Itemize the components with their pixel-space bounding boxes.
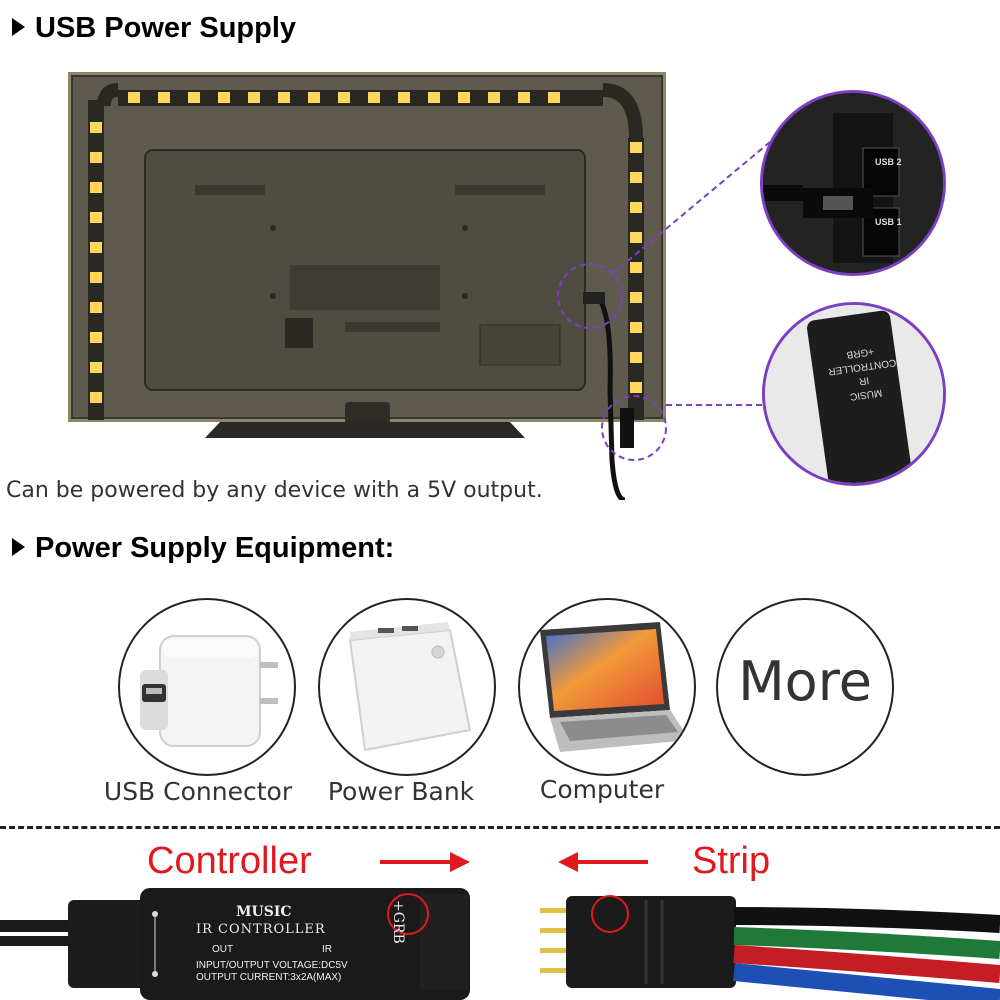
power-bank-icon [348,622,472,752]
zoom-line-top [611,141,771,275]
connector-housing [566,896,736,988]
controller-title-text: IR CONTROLLER [196,922,326,937]
vent-right [455,185,545,195]
zoom-usb-ports: USB 2 USB 1 [760,90,946,276]
controller-voltage-text: INPUT/OUTPUT VOLTAGE:DC5V [196,960,348,971]
controller-pin-labels: +GRB [390,900,406,944]
section-title-usb-power-supply: USB Power Supply [12,12,296,45]
arrow-right-icon [380,852,470,872]
vent-left [195,185,265,195]
device-computer [518,598,696,776]
strip-connector [540,895,1000,1000]
wire-blue [733,963,1000,1000]
controller-ir-text: IR [322,944,332,955]
vent-center [290,265,440,310]
arrow-left-icon [558,852,648,872]
device-label-usb-connector: USB Connector [103,777,293,806]
section-divider [0,826,1000,829]
usb-cable [597,298,626,500]
tv-illustration [68,72,771,500]
usb-ports-icon [763,93,943,273]
tv-stand-base [205,422,525,438]
usb-plug [583,292,605,304]
section-title-text: USB Power Supply [35,12,297,44]
zoom-controller-text: MUSIC IR CONTROLLER +GRB [819,340,906,407]
usb-caption: Can be powered by any device with a 5V o… [6,478,543,503]
more-icon: More [738,650,872,713]
laptop-icon [540,622,690,752]
device-more: More [716,598,894,776]
usb-wall-adapter-icon [140,635,278,747]
device-usb-connector [118,598,296,776]
strip-label: Strip [692,840,771,882]
zoom-marker-controller [601,395,667,461]
controller-out-text: OUT [212,944,234,955]
vent-lower [345,322,440,332]
device-power-bank [318,598,496,776]
pin-marker-controller [387,893,429,935]
controller-cable [0,920,80,932]
device-label-computer: Computer [539,775,665,804]
controller-current-text: OUTPUT CURRENT:3x2A(MAX) [196,972,342,983]
tv-label-plate [479,324,561,366]
wire-green [733,927,1000,959]
tv-port-block [285,318,313,348]
inline-controller [620,408,634,448]
controller-brand-text: MUSIC [236,904,292,920]
wire-black [733,907,1000,933]
controller-label: Controller [147,840,312,882]
zoom-inline-controller: MUSIC IR CONTROLLER +GRB [762,302,946,486]
wire-red [733,945,1000,983]
ir-controller-device [0,888,470,1000]
triangle-bullet-icon [12,538,25,557]
port-label-usb2: USB 2 [875,157,902,167]
zoom-marker-usb [557,263,623,329]
connector-pins [540,908,568,973]
pin-marker-strip [591,895,629,933]
section-title-text: Power Supply Equipment: [35,532,395,564]
led-strip [88,83,644,420]
controller-closeup-icon [765,305,943,483]
triangle-bullet-icon [12,18,25,37]
section-title-power-supply-equipment: Power Supply Equipment: [12,532,394,565]
device-label-power-bank: Power Bank [327,777,475,806]
tv-stand-neck [345,402,390,424]
port-label-usb1: USB 1 [875,217,902,227]
